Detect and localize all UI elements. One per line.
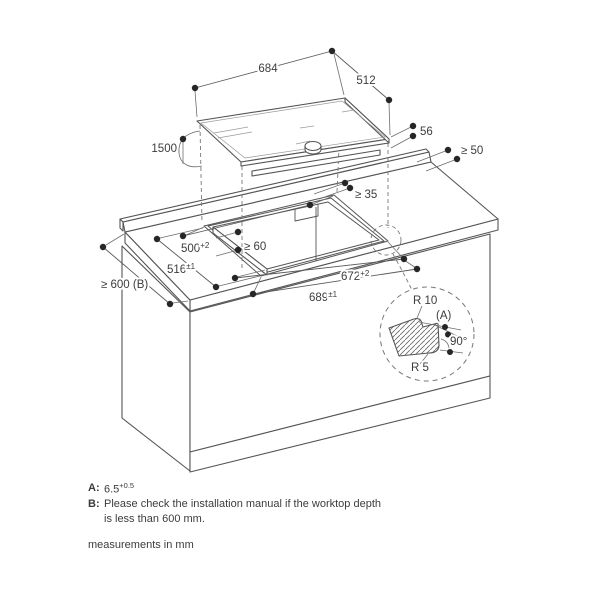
note-a: A: 6.5+0.5: [88, 481, 381, 497]
worktop: [119, 148, 499, 312]
angle-arc: [440, 338, 450, 349]
dimension-labels: 684 512 56 ≥ 50 1500 ≥ 35 ≥ 60 500+2 516…: [99, 61, 485, 376]
dim-min35: ≥ 35: [355, 189, 377, 201]
dim-672: 672+2: [341, 269, 370, 283]
dim-684: 684: [258, 63, 278, 75]
cooktop-body: [251, 149, 381, 177]
cooking-zone-marks: [213, 109, 355, 145]
cutout-rear-notch: [294, 204, 319, 222]
note-b-text: Please check the installation manual if …: [104, 498, 381, 525]
detail-r10: R 10: [413, 295, 437, 307]
detail-r5: R 5: [411, 362, 429, 374]
detail-a-ref: (A): [436, 310, 452, 322]
dimension-dots: [99, 47, 461, 308]
footnotes: A: 6.5+0.5 B: Please check the installat…: [88, 481, 381, 526]
note-b: B: Please check the installation manual …: [88, 497, 381, 526]
detail-90deg: 90°: [450, 336, 467, 348]
note-a-label: A:: [88, 482, 100, 494]
cooktop-glass: [196, 97, 390, 163]
dim-689: 689±1: [309, 290, 338, 304]
dim-512: 512: [356, 75, 375, 87]
note-a-value: 6.5+0.5: [104, 481, 135, 496]
dim-min50: ≥ 50: [461, 145, 483, 157]
dim-500: 500+2: [181, 241, 210, 255]
power-cable: [178, 130, 203, 168]
dim-min600-b: ≥ 600 (B): [101, 279, 148, 291]
control-knob: [304, 140, 322, 155]
cooktop-right-edge: [344, 97, 390, 144]
dim-56: 56: [420, 126, 433, 138]
detail-connector: [392, 253, 413, 291]
detail-annotations: [416, 305, 464, 365]
worktop-cross-section: [388, 318, 440, 357]
corner-detail: [370, 224, 475, 382]
backsplash-end: [119, 218, 124, 232]
units-note: measurements in mm: [88, 539, 194, 551]
cabinet-plinth: [189, 375, 491, 473]
glass-border-line: [200, 100, 386, 159]
cooktop: [178, 97, 390, 177]
dimension-lines: [99, 47, 461, 308]
detail-marker-circle: [370, 224, 402, 256]
dim-1500: 1500: [151, 143, 177, 155]
note-b-label: B:: [88, 498, 100, 511]
dim-min60: ≥ 60: [244, 241, 266, 253]
dim-516: 516±1: [167, 262, 196, 276]
